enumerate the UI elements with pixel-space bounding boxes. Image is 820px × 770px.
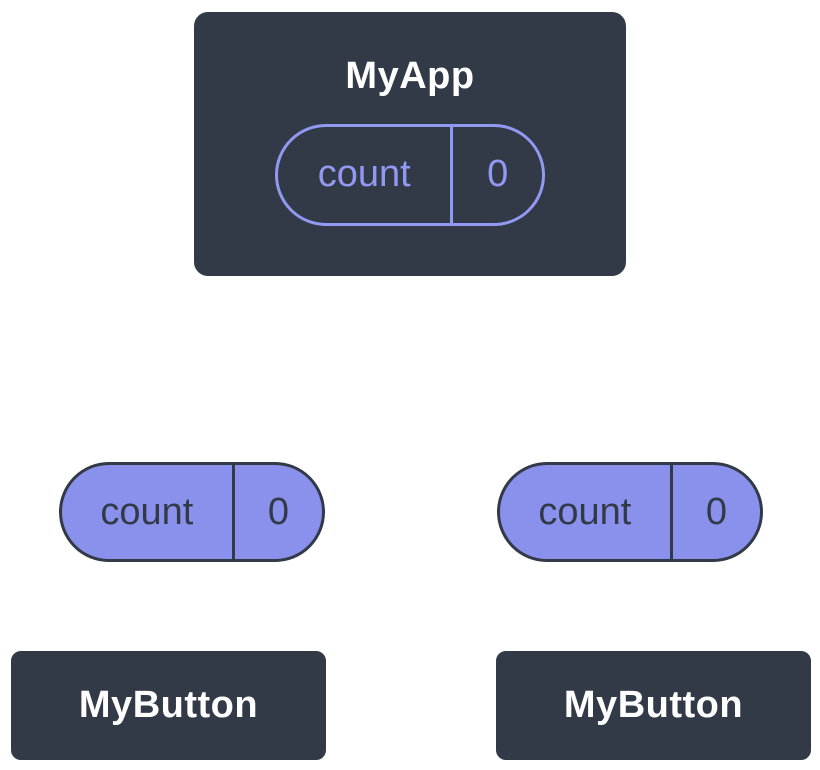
prop-pill-right-value: 0: [705, 490, 727, 533]
prop-pill-right: count 0: [497, 462, 763, 562]
prop-pill-right-label: count: [500, 465, 673, 559]
fork-connector-right: [408, 278, 635, 469]
prop-pill-left-value: 0: [267, 490, 289, 533]
component-title-mybutton-right: MyButton: [563, 684, 744, 726]
arrow-head-right-icon: [612, 620, 652, 644]
state-pill: count 0: [275, 123, 545, 226]
prop-pill-left-label: count: [62, 465, 235, 559]
component-title-myapp: MyApp: [345, 55, 475, 97]
mybutton-component-box-right: MyButton: [492, 647, 815, 764]
prop-pill-left: count 0: [59, 462, 325, 562]
arrow-head-left-icon: [173, 620, 213, 644]
myapp-component-box: MyApp count 0: [190, 8, 630, 280]
mybutton-component-box-left: MyButton: [7, 647, 330, 764]
state-pill-value: 0: [487, 153, 509, 196]
state-pill-label: count: [278, 126, 454, 223]
component-title-mybutton-left: MyButton: [78, 684, 259, 726]
fork-connector-left: [190, 278, 414, 469]
